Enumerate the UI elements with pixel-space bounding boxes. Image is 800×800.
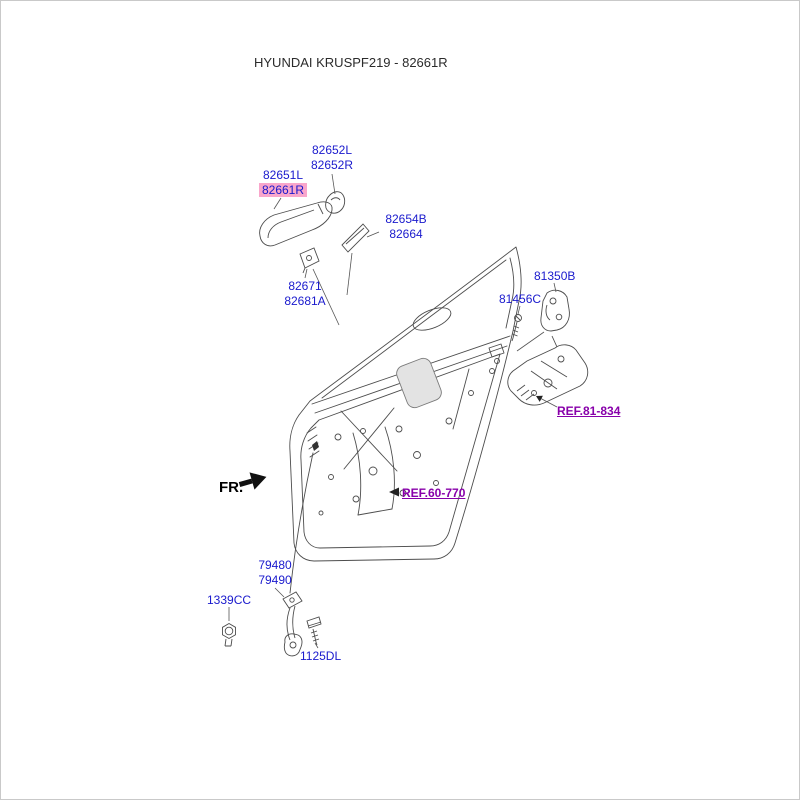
part-number[interactable]: 82654B [385,212,427,226]
lock-actuator-art [507,335,589,406]
door-panel-art [289,246,522,594]
screw-art [511,314,522,342]
handle-pad-art [341,223,370,253]
hex-nut-art [222,622,236,647]
ref-arrow-icon [389,395,543,497]
part-number[interactable]: 79490 [258,572,292,587]
part-number[interactable]: 82671 [288,279,322,293]
part-number[interactable]: 82651L [262,168,304,182]
door-checker-art [282,591,303,657]
bolt-art [306,616,322,646]
part-number[interactable]: 1125DL [300,649,342,663]
callout-checker-nut[interactable]: 1339CC [207,593,251,608]
callout-handle-cap[interactable]: 82652L 82652R [305,143,359,172]
callout-latch-screw[interactable]: 81456C [499,292,541,307]
callout-outside-handle[interactable]: 82651L 82661R [259,168,307,197]
callout-door-latch[interactable]: 81350B [534,269,575,284]
handle-base-art [299,247,320,274]
outside-handle-art [259,201,333,247]
part-number-highlighted[interactable]: 82661R [259,182,307,197]
part-number[interactable]: 81350B [534,269,576,283]
part-number[interactable]: 1339CC [207,593,252,607]
callout-handle-pad[interactable]: 82654B 82664 [379,212,433,241]
part-number[interactable]: 82652R [310,157,354,172]
part-number[interactable]: 79480 [258,558,292,572]
callout-handle-base[interactable]: 82671 82681A [281,279,329,308]
door-latch-art [540,289,570,332]
handle-cap-art [325,191,346,214]
callout-door-checker[interactable]: 79480 79490 [252,558,298,587]
part-number[interactable]: 82664 [389,226,423,241]
ref-link-door-panel[interactable]: REF.60-770 [402,486,466,500]
fr-indicator-label: FR. [219,479,244,496]
ref-link-lock-module[interactable]: REF.81-834 [557,404,621,418]
part-number[interactable]: 82681A [284,293,326,308]
fr-arrow-icon [238,472,267,490]
part-number[interactable]: 81456C [499,292,542,306]
callout-checker-bolt[interactable]: 1125DL [300,649,341,664]
page-title: HYUNDAI KRUSPF219 - 82661R [254,55,448,70]
leader-lines [228,173,558,649]
part-number[interactable]: 82652L [311,143,353,157]
